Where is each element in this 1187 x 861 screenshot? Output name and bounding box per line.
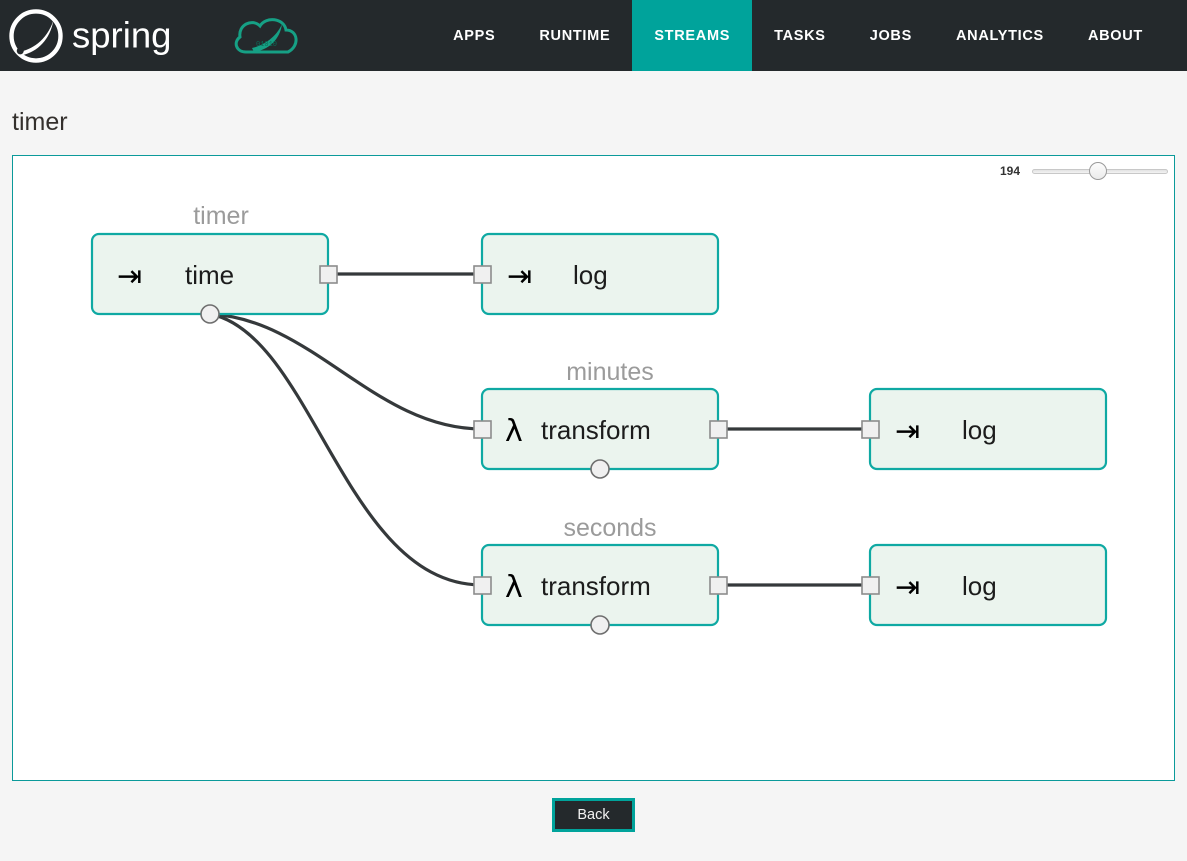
zoom-value-label: 194 — [999, 164, 1020, 178]
node-transform-seconds-label: transform — [541, 571, 651, 601]
node-transform-seconds-input-port[interactable] — [473, 576, 492, 595]
spring-cloud-binary-icon: 01010 — [234, 17, 298, 53]
sink-arrow-icon: ⇥ — [895, 570, 920, 605]
group-label-seconds: seconds — [563, 514, 656, 542]
footer-actions: Back — [0, 798, 1187, 832]
lambda-icon: λ — [505, 570, 523, 605]
link-time-tap-to-transform-minutes[interactable] — [209, 312, 483, 431]
link-time-tap-to-transform-seconds[interactable] — [209, 312, 483, 587]
node-time[interactable]: ⇥ time — [90, 232, 338, 324]
nav-item-streams[interactable]: STREAMS — [632, 0, 753, 71]
nav-item-jobs[interactable]: JOBS — [869, 27, 912, 44]
zoom-slider-thumb[interactable] — [1089, 162, 1107, 180]
brand-logo-group[interactable]: spring 01010 — [0, 0, 302, 71]
main-nav: APPS RUNTIME STREAMS TASKS JOBS ANALYTIC… — [431, 0, 1187, 71]
node-log-top[interactable]: ⇥ log — [473, 232, 720, 316]
nav-item-about[interactable]: ABOUT — [1087, 27, 1143, 44]
nav-item-runtime[interactable]: RUNTIME — [539, 27, 611, 44]
node-time-label: time — [185, 260, 234, 290]
group-label-minutes: minutes — [566, 358, 654, 386]
zoom-slider[interactable] — [1032, 162, 1168, 180]
node-log-seconds[interactable]: ⇥ log — [861, 543, 1108, 627]
spring-leaf-logo-icon — [9, 8, 63, 63]
source-arrow-icon: ⇥ — [117, 259, 142, 294]
node-transform-seconds-output-port[interactable] — [709, 576, 728, 595]
nav-item-analytics[interactable]: ANALYTICS — [955, 27, 1044, 44]
back-button[interactable]: Back — [552, 798, 635, 832]
lambda-icon: λ — [505, 414, 523, 449]
node-transform-minutes[interactable]: λ transform — [473, 387, 728, 479]
node-log-top-label: log — [573, 260, 608, 290]
node-time-output-port[interactable] — [319, 265, 338, 284]
svg-text:spring: spring — [72, 16, 171, 55]
spring-wordmark: spring — [72, 16, 171, 55]
group-label-timer: timer — [193, 202, 249, 230]
flow-graph[interactable]: timer minutes seconds ⇥ time ⇥ log λ tra — [13, 156, 1174, 780]
nav-item-apps[interactable]: APPS — [453, 27, 496, 44]
node-time-tap-port[interactable] — [200, 304, 220, 324]
node-log-minutes-input-port[interactable] — [861, 420, 880, 439]
top-navbar: spring 01010 APPS RUNTIME STREAMS TASKS … — [0, 0, 1187, 71]
node-log-minutes[interactable]: ⇥ log — [861, 387, 1108, 471]
node-transform-minutes-tap-port[interactable] — [590, 459, 610, 479]
node-log-seconds-label: log — [962, 571, 997, 601]
node-log-seconds-input-port[interactable] — [861, 576, 880, 595]
node-log-minutes-label: log — [962, 415, 997, 445]
page-title: timer — [12, 108, 68, 136]
node-transform-seconds-tap-port[interactable] — [590, 615, 610, 635]
node-log-top-input-port[interactable] — [473, 265, 492, 284]
sink-arrow-icon: ⇥ — [507, 259, 532, 294]
node-transform-minutes-input-port[interactable] — [473, 420, 492, 439]
zoom-control[interactable]: 194 — [1000, 162, 1168, 180]
node-transform-minutes-output-port[interactable] — [709, 420, 728, 439]
node-transform-minutes-label: transform — [541, 415, 651, 445]
nav-right-spacer — [1165, 0, 1187, 71]
stream-graph-canvas[interactable]: 194 timer minutes seconds ⇥ time ⇥ log — [12, 155, 1175, 781]
svg-text:01010: 01010 — [256, 41, 277, 49]
sink-arrow-icon: ⇥ — [895, 414, 920, 449]
nav-item-tasks[interactable]: TASKS — [774, 27, 826, 44]
node-transform-seconds[interactable]: λ transform — [473, 543, 728, 635]
